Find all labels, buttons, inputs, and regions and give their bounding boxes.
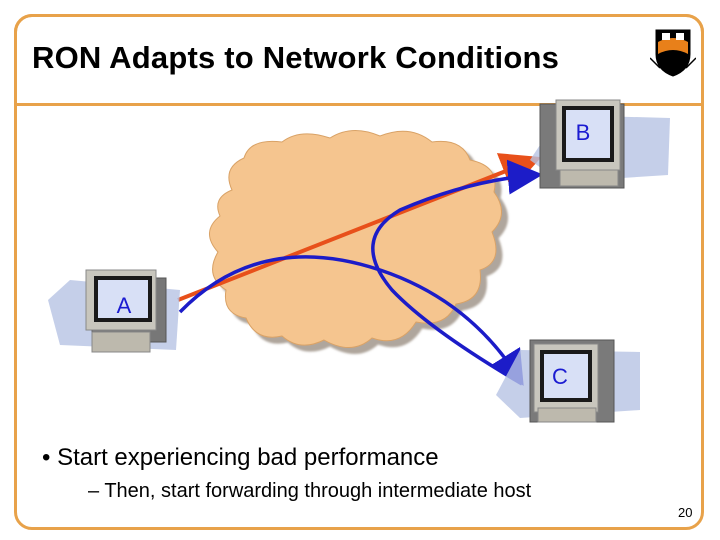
- subbullet-1-text: Then, start forwarding through intermedi…: [104, 480, 532, 502]
- host-b[interactable]: B: [530, 99, 670, 189]
- host-a[interactable]: A: [48, 269, 180, 353]
- page-number: 20: [678, 505, 693, 520]
- node-label-b: B: [576, 120, 591, 145]
- bullet-1: • Start experiencing bad performance: [42, 444, 439, 471]
- host-c[interactable]: C: [496, 339, 640, 423]
- node-label-a: A: [117, 293, 132, 318]
- title-bar: [14, 14, 704, 106]
- node-label-c: C: [552, 364, 568, 389]
- bullet-1-text: Start experiencing bad performance: [57, 444, 439, 471]
- princeton-shield-icon: [650, 29, 696, 77]
- path-c-b: [371, 159, 543, 386]
- network-cloud: [209, 130, 502, 348]
- subbullet-1: – Then, start forwarding through interme…: [88, 480, 532, 502]
- slide-title: RON Adapts to Network Conditions: [32, 40, 560, 75]
